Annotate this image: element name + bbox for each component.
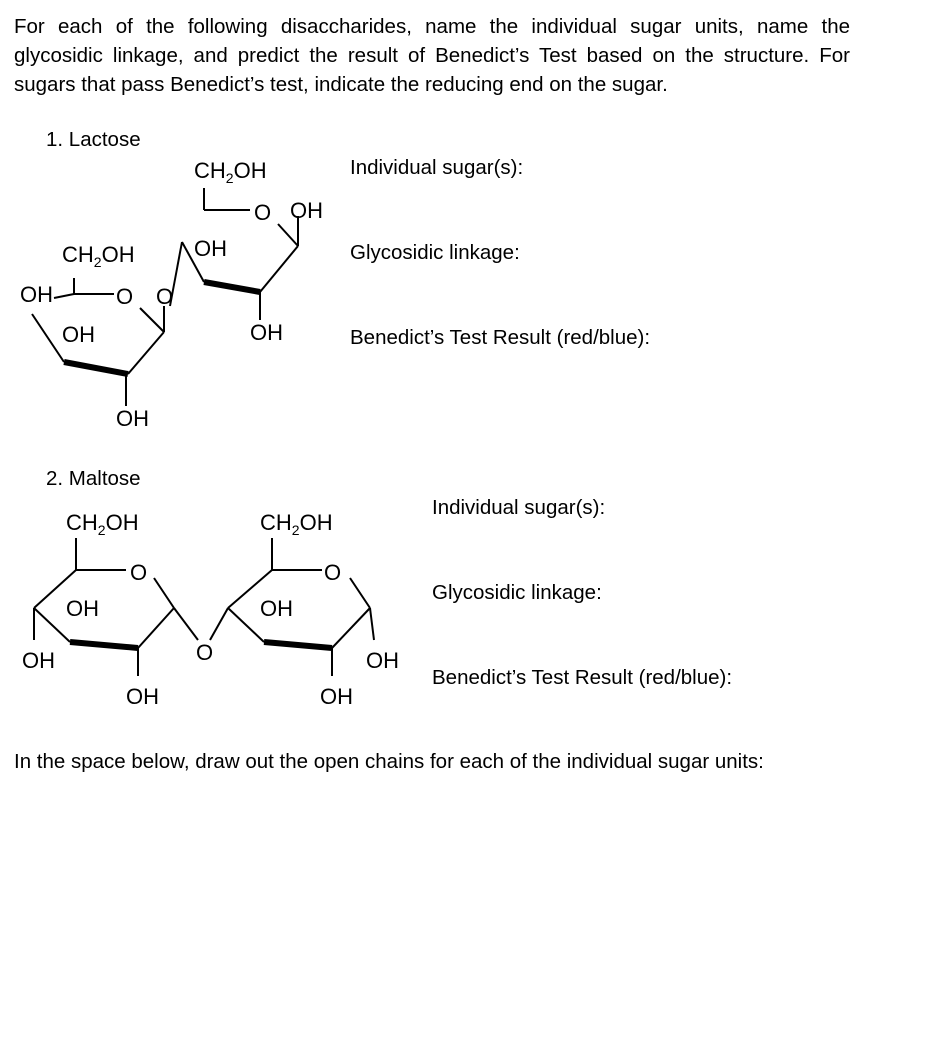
maltose-benedict-label: Benedict’s Test Result (red/blue): (432, 666, 733, 689)
maltose-left-ring-bond (33, 607, 71, 643)
maltose-right-ch2oh: CH2OH (260, 510, 333, 538)
lactose-left-ring-bond (53, 293, 75, 299)
maltose-structure-drawing: CH2OH O OH OH OH O CH2OH O OH OH OH (22, 510, 399, 709)
lactose-left-ring-front-bond (63, 359, 129, 377)
lactose-left-oh-inner: OH (62, 322, 95, 347)
lactose-left-ring-bond (139, 307, 165, 333)
lactose-left-ring-bond (127, 331, 165, 375)
question-2-title: 2. Maltose (46, 467, 141, 490)
maltose-left-ring-o: O (130, 560, 147, 585)
maltose-left-ring-bond (153, 577, 175, 609)
lactose-bridge-bond (169, 241, 183, 307)
lactose-right-ring-bond (181, 241, 205, 283)
lactose-left-ring-bond (31, 313, 65, 363)
lactose-structure-drawing: CH2OH OH O O OH OH CH2OH O OH OH OH (20, 158, 323, 431)
lactose-structure: CH2OH OH O O OH OH CH2OH O OH OH OH (14, 150, 354, 440)
maltose-left-oh-outer: OH (22, 648, 55, 673)
lactose-benedict-label: Benedict’s Test Result (red/blue): (350, 326, 651, 349)
maltose-right-ring-front-bond (263, 639, 333, 651)
maltose-left-ring-bond (137, 607, 175, 649)
lactose-left-ring-o: O (116, 284, 133, 309)
lactose-left-bridge-o: O (156, 284, 173, 309)
maltose-bridge-bond (173, 607, 199, 641)
maltose-left-ring-bond (33, 569, 77, 609)
lactose-right-ch2oh: CH2OH (194, 158, 267, 186)
lactose-right-ring-bond (277, 223, 299, 247)
maltose-structure: CH2OH O OH OH OH O CH2OH O OH OH OH (14, 490, 424, 720)
lactose-left-oh-bottom: OH (116, 406, 149, 431)
maltose-left-oh-bottom: OH (126, 684, 159, 709)
lactose-sugars-label: Individual sugar(s): (350, 156, 524, 179)
question-1-title: 1. Lactose (46, 128, 141, 151)
lactose-right-oh-bottom: OH (250, 320, 283, 345)
maltose-right-ring-bond (227, 607, 265, 643)
maltose-linkage-label: Glycosidic linkage: (432, 581, 602, 604)
maltose-right-c1-bond (369, 607, 375, 641)
maltose-bridge-o: O (196, 640, 213, 665)
maltose-right-oh-bottom: OH (320, 684, 353, 709)
maltose-left-oh-inner: OH (66, 596, 99, 621)
maltose-right-ring-bond (227, 569, 273, 609)
lactose-linkage-label: Glycosidic linkage: (350, 241, 520, 264)
maltose-right-oh-inner: OH (260, 596, 293, 621)
lactose-right-ring-front-bond (203, 279, 261, 295)
lactose-right-ring-bond (259, 245, 299, 293)
lactose-right-ring-o: O (254, 200, 271, 225)
instructions-paragraph: For each of the following disaccharides,… (14, 15, 850, 96)
maltose-right-ring-bond (331, 607, 371, 649)
maltose-left-ring-front-bond (69, 639, 139, 651)
maltose-sugars-label: Individual sugar(s): (432, 496, 606, 519)
maltose-left-ch2oh: CH2OH (66, 510, 139, 538)
maltose-right-ring-bond (349, 577, 371, 609)
closing-instructions: In the space below, draw out the open ch… (14, 750, 764, 773)
maltose-bridge-bond (209, 607, 229, 641)
lactose-right-oh-inner: OH (194, 236, 227, 261)
lactose-left-oh-outer: OH (20, 282, 53, 307)
maltose-right-oh-outer: OH (366, 648, 399, 673)
lactose-left-ch2oh: CH2OH (62, 242, 135, 270)
maltose-right-ring-o: O (324, 560, 341, 585)
lactose-right-oh-top: OH (290, 198, 323, 223)
